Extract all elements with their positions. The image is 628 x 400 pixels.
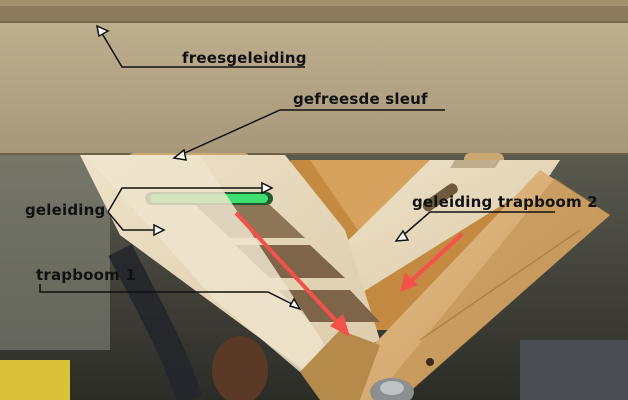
label-freesgeleiding: freesgeleiding — [182, 49, 307, 67]
yellow-object — [0, 360, 70, 400]
pointer-trapboom-1 — [39, 284, 302, 311]
stringer-2 — [340, 170, 610, 400]
label-geleiding: geleiding — [25, 201, 106, 219]
screw-hole — [426, 358, 434, 366]
shoe — [212, 336, 268, 400]
pointer-geleiding-trapboom-2 — [394, 211, 555, 242]
right-guide-arm — [320, 160, 560, 300]
label-trapboom-1: trapboom 1 — [36, 266, 137, 284]
pointer-geleiding — [107, 181, 274, 237]
right-metal-object — [520, 340, 628, 400]
label-gefreesde-sleuf: gefreesde sleuf — [293, 90, 428, 108]
pointer-freesgeleiding — [95, 24, 305, 68]
label-geleiding-trapboom-2: geleiding trapboom 2 — [412, 193, 598, 211]
red-arrow-2 — [400, 232, 464, 292]
stringer-1 — [85, 155, 325, 372]
pointer-gefreesde-sleuf — [172, 109, 445, 161]
router-guide-mdf — [0, 22, 628, 154]
vacuum-hose — [108, 244, 203, 400]
red-arrow-1 — [234, 211, 350, 337]
top-strip-highlight — [0, 0, 628, 6]
background-left-light — [0, 150, 110, 350]
